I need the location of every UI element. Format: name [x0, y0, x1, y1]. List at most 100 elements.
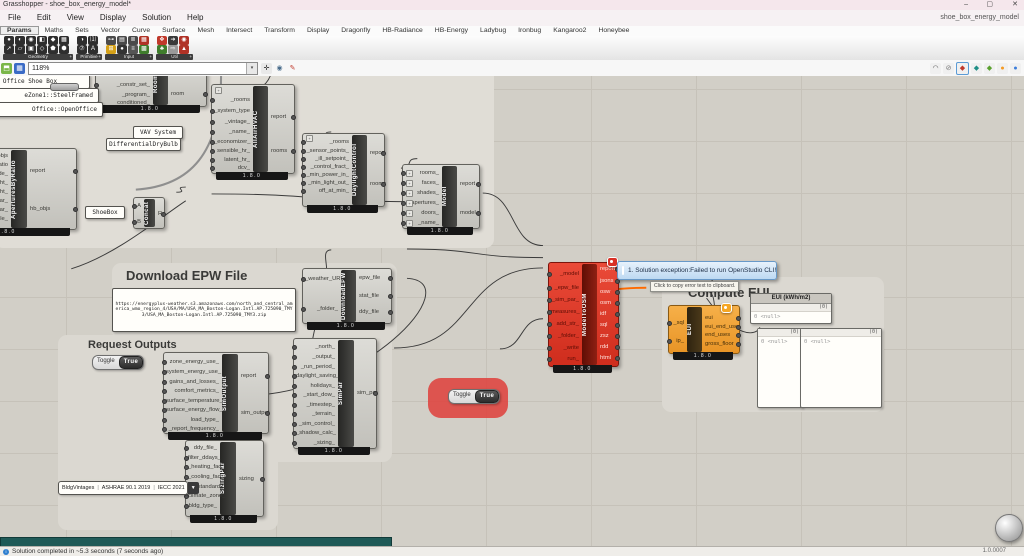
- item-picker-icon[interactable]: ≡: [128, 45, 138, 54]
- model-to-osm-output-nub[interactable]: [615, 334, 620, 339]
- maximize-button[interactable]: ▢: [986, 1, 993, 8]
- eui-input-nub[interactable]: [667, 321, 672, 326]
- md-slider-icon[interactable]: ▦: [139, 36, 149, 45]
- sim-output-output-nub[interactable]: [265, 411, 270, 416]
- apertures-by-ratio-input-vertsepar[interactable]: _vert_separ_: [0, 207, 8, 213]
- model-to-osm-output-nub[interactable]: [615, 345, 620, 350]
- apertures-by-ratio-input-sillheight[interactable]: _sill_height_: [0, 189, 8, 195]
- download-epw-output-statfile[interactable]: stat_file: [359, 293, 379, 299]
- navigation-sphere[interactable]: [995, 514, 1023, 542]
- wire[interactable]: [71, 200, 187, 270]
- wire[interactable]: [499, 318, 543, 350]
- boolean-icon[interactable]: ◑: [77, 36, 87, 45]
- eui-output-nub[interactable]: [736, 325, 741, 330]
- sizing-par-input-nub[interactable]: [184, 456, 189, 461]
- room-input-constrset[interactable]: _constr_set_: [116, 82, 150, 88]
- sim-par-input-sizing[interactable]: _sizing_: [313, 440, 335, 446]
- menu-file[interactable]: File: [8, 13, 21, 22]
- eui-output-enduses[interactable]: end_uses: [705, 332, 731, 338]
- chevron-down-icon[interactable]: ▾: [246, 63, 257, 74]
- model-to-osm-input-nub[interactable]: [547, 346, 552, 351]
- sizing-par-input-effstandard[interactable]: eff_standard_: [188, 484, 224, 490]
- panel-icon[interactable]: ▤: [117, 36, 127, 45]
- preview-wireframe-icon[interactable]: ◆: [956, 62, 969, 75]
- tab-params[interactable]: Params: [0, 26, 39, 35]
- download-epw-output-nub[interactable]: [388, 276, 393, 281]
- menu-solution[interactable]: Solution: [142, 13, 172, 22]
- menu-help[interactable]: Help: [187, 13, 204, 22]
- model-to-osm-output-rdd[interactable]: rdd: [600, 344, 609, 350]
- outputs-toggle-value[interactable]: True: [118, 356, 144, 369]
- sim-par-input-nub[interactable]: [292, 384, 297, 389]
- download-epw-input-nub[interactable]: [301, 277, 306, 282]
- room-input-program[interactable]: _program_: [121, 92, 150, 98]
- value-list-icon[interactable]: ≣: [128, 36, 138, 45]
- all-air-hvac-output-nub[interactable]: [291, 149, 296, 154]
- tab-hb-radiance[interactable]: HB-Radiance: [382, 27, 423, 34]
- menu-display[interactable]: Display: [99, 13, 127, 22]
- minimize-button[interactable]: –: [964, 1, 968, 8]
- wire[interactable]: [394, 267, 543, 349]
- daylight-control-input-nub[interactable]: [301, 165, 306, 170]
- sim-output-input-gainsandlosses[interactable]: gains_and_losses_: [169, 379, 219, 385]
- sim-output-input-nub[interactable]: [162, 418, 167, 423]
- model-to-osm-input-run[interactable]: run_: [567, 356, 579, 362]
- sizing-par-input-bldgtype[interactable]: bldg_type_: [188, 503, 217, 509]
- all-air-hvac-output-nub[interactable]: [291, 115, 296, 120]
- room-output-nub[interactable]: [203, 92, 208, 97]
- all-air-hvac-input-rooms[interactable]: _rooms: [230, 97, 250, 103]
- daylight-control-input-offatmin[interactable]: off_at_min_: [318, 188, 349, 194]
- download-epw-input-folder[interactable]: _folder_: [317, 306, 338, 312]
- concat-output-nub[interactable]: [161, 212, 166, 217]
- sim-par[interactable]: SimPar_north__output__run_period_dayligh…: [292, 338, 378, 449]
- sim-output-input-loadtype[interactable]: load_type_: [190, 417, 219, 423]
- all-air-hvac-input-nub[interactable]: [210, 149, 215, 154]
- sim-output-input-nub[interactable]: [162, 427, 167, 432]
- model-to-osm-output-sql[interactable]: sql: [600, 322, 608, 328]
- relay-icon[interactable]: ➜: [168, 36, 178, 45]
- tab-curve[interactable]: Curve: [131, 27, 151, 34]
- sim-par-input-startdow[interactable]: _start_dow_: [303, 392, 335, 398]
- download-epw-output-ddyfile[interactable]: ddy_file: [359, 309, 379, 315]
- daylight-control-input-minpowerin[interactable]: _min_power_in_: [306, 172, 349, 178]
- daylight-control-input-nub[interactable]: [301, 140, 306, 145]
- daylight-control[interactable]: DaylightControl_rooms_sensor_points__ill…: [301, 133, 387, 207]
- eui-output-nub[interactable]: [736, 316, 741, 321]
- tab-kangaroo2[interactable]: Kangaroo2: [553, 27, 587, 34]
- apertures-by-ratio-output-hbobjs[interactable]: hb_objs: [30, 206, 51, 212]
- sim-output-input-zoneenergyuse[interactable]: zone_energy_use_: [169, 359, 219, 365]
- tab-dragonfly[interactable]: Dragonfly: [341, 27, 371, 34]
- model-input-name[interactable]: _name_: [418, 220, 439, 226]
- model-input-apertures[interactable]: apertures_: [411, 200, 439, 206]
- all-air-hvac-input-nub[interactable]: [210, 120, 215, 125]
- eui-output-nub[interactable]: [736, 333, 741, 338]
- download-epw-input-nub[interactable]: [301, 307, 306, 312]
- sim-par-input-north[interactable]: _north_: [315, 344, 335, 350]
- sim-par-input-holidays[interactable]: holidays_: [310, 383, 336, 389]
- model-output-nub[interactable]: [476, 182, 481, 187]
- daylight-control-output-nub[interactable]: [381, 151, 386, 156]
- sim-output-input-nub[interactable]: [162, 360, 167, 365]
- download-epw-output-epwfile[interactable]: epw_file: [359, 275, 381, 281]
- eui-input-nub[interactable]: [667, 339, 672, 344]
- daylight-control-output-rooms[interactable]: rooms: [370, 181, 387, 187]
- circle-icon[interactable]: ◉: [26, 36, 36, 45]
- eui-input-sql[interactable]: _sql: [673, 320, 684, 326]
- sim-par-input-nub[interactable]: [292, 355, 297, 360]
- all-air-hvac-input-nub[interactable]: [210, 109, 215, 114]
- menu-view[interactable]: View: [66, 13, 84, 22]
- null-viewer-b[interactable]: (0)0 <null>: [800, 328, 882, 408]
- daylight-control-input-nub[interactable]: [301, 181, 306, 186]
- eui-output-eui[interactable]: eui: [705, 315, 713, 321]
- model-to-osm-output-jsons[interactable]: jsons: [600, 278, 614, 284]
- apertures-by-ratio-output-nub[interactable]: [73, 169, 78, 174]
- menu-edit[interactable]: Edit: [36, 13, 51, 22]
- wire[interactable]: [233, 277, 427, 396]
- daylight-control-input-controlfract[interactable]: _control_fract_: [310, 164, 349, 170]
- concat-input-B[interactable]: B: [137, 219, 141, 225]
- gradient-icon[interactable]: ▩: [139, 45, 149, 54]
- sim-output-input-nub[interactable]: [162, 399, 167, 404]
- all-air-hvac-input-nub[interactable]: [210, 130, 215, 135]
